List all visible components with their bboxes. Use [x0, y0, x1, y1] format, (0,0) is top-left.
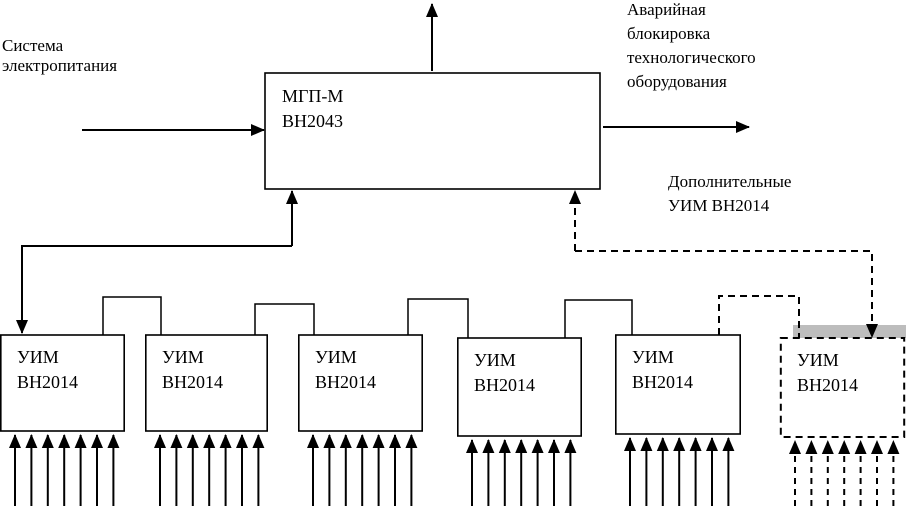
emergency-output-line2: блокировка: [627, 24, 711, 43]
highlight-bar: [793, 325, 906, 338]
modules-layer: [0, 334, 906, 506]
module-name: УИМ: [17, 347, 59, 367]
main-unit-box[interactable]: [264, 72, 601, 190]
module-name: УИМ: [162, 347, 204, 367]
module-box-2[interactable]: [145, 334, 269, 432]
chain-link-2-3: [254, 303, 315, 335]
module-label-2: УИМ ВН2014: [162, 345, 223, 395]
module-label-6: УИМ ВН2014: [797, 348, 858, 398]
module-name: УИМ: [474, 350, 516, 370]
module-model: ВН2014: [797, 375, 859, 395]
chain-link-1-2: [102, 296, 162, 335]
emergency-output-label: Аварийная блокировка технологического об…: [627, 0, 756, 94]
module-model: ВН2014: [474, 375, 536, 395]
module-name: УИМ: [315, 347, 357, 367]
module-label-1: УИМ ВН2014: [17, 345, 78, 395]
additional-modules-label: Дополнительные УИМ ВН2014: [668, 170, 791, 218]
main-unit-model: ВН2043: [282, 111, 344, 131]
module-label-5: УИМ ВН2014: [632, 345, 693, 395]
additional-bus-dashed: [575, 250, 878, 338]
chain-link-4-5: [564, 299, 633, 338]
module-box-6[interactable]: [779, 337, 906, 438]
module-label-3: УИМ ВН2014: [315, 345, 376, 395]
emergency-output-line1: Аварийная: [627, 0, 706, 19]
module-label-4: УИМ ВН2014: [474, 348, 535, 398]
additional-modules-line1: Дополнительные: [668, 172, 792, 191]
chain-link-5-6-dashed: [718, 295, 800, 338]
power-input-label: Система электропитания: [2, 36, 117, 76]
module-box-4[interactable]: [456, 337, 582, 437]
chain-link-3-4: [407, 298, 469, 338]
module-name: УИМ: [632, 347, 674, 367]
main-to-module-bus: [16, 245, 292, 334]
additional-modules-line2: УИМ ВН2014: [668, 196, 770, 215]
module-name: УИМ: [797, 350, 839, 370]
module-box-5[interactable]: [614, 334, 741, 435]
module-model: ВН2014: [632, 372, 694, 392]
emergency-output-line4: оборудования: [627, 72, 727, 91]
module-box-1[interactable]: [0, 334, 126, 432]
module-model: ВН2014: [17, 372, 79, 392]
emergency-output-line3: технологического: [627, 48, 756, 67]
main-unit-label: МГП-М ВН2043: [282, 84, 343, 134]
module-box-3[interactable]: [297, 334, 423, 432]
module-model: ВН2014: [162, 372, 224, 392]
power-input-label-line2: электропитания: [2, 56, 118, 75]
module-model: ВН2014: [315, 372, 377, 392]
main-unit-name: МГП-М: [282, 86, 344, 106]
power-input-label-line1: Система: [2, 36, 64, 55]
